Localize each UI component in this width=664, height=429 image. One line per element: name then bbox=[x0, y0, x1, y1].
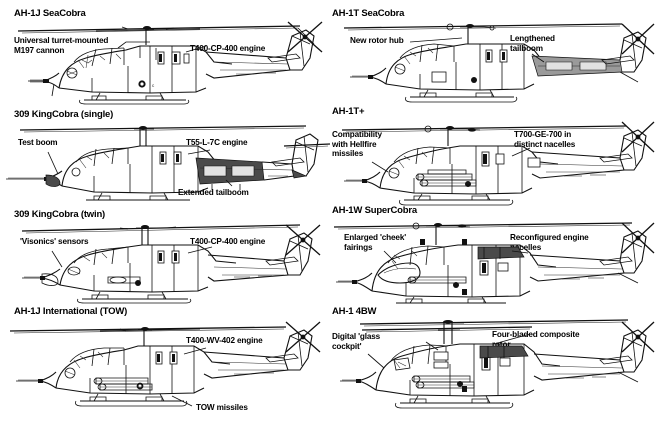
panel-309-kingcobra-single: 309 KingCobra (single) Test boom T55-L-7… bbox=[0, 106, 332, 210]
panel-title: AH-1T+ bbox=[332, 106, 365, 117]
helicopter-profile-ah-1t-plus bbox=[332, 100, 664, 210]
panel-ah-1j-seacobra: AH-1J SeaCobra Universal turret-mounted … bbox=[0, 0, 332, 108]
callout-lengthened-tailboom: Lengthened tailboom bbox=[510, 34, 555, 53]
callout-new-rotor-hub: New rotor hub bbox=[350, 36, 404, 45]
panel-title: AH-1T SeaCobra bbox=[332, 8, 405, 19]
panel-title: AH-1 4BW bbox=[332, 306, 377, 317]
helicopter-profile-ah-1j: c bbox=[0, 0, 332, 108]
callout-visonics-sensors: 'Visonics' sensors bbox=[20, 237, 89, 246]
panel-ah-1t-seacobra: AH-1T SeaCobra New rotor hub Lengthened … bbox=[332, 0, 664, 104]
helicopter-profile-ah-1w bbox=[332, 205, 664, 309]
helicopter-profile-309-single bbox=[0, 106, 332, 210]
callout-m197-cannon: Universal turret-mounted M197 cannon bbox=[14, 36, 109, 55]
helicopter-profile-309-twin bbox=[0, 205, 332, 309]
callout-t700-ge-700-nacelles: T700-GE-700 in distinct nacelles bbox=[514, 130, 576, 149]
panel-309-kingcobra-twin: 309 KingCobra (twin) 'Visonics' sensors … bbox=[0, 205, 332, 309]
callout-t400-cp-400-engine: T400-CP-400 engine bbox=[190, 44, 266, 53]
panel-ah-1j-international-tow: AH-1J International (TOW) T400-WV-402 en… bbox=[0, 300, 332, 429]
callout-test-boom: Test boom bbox=[18, 138, 58, 147]
panel-title: AH-1W SuperCobra bbox=[332, 205, 417, 216]
panel-ah-1w-supercobra: AH-1W SuperCobra Enlarged 'cheek' fairin… bbox=[332, 205, 664, 309]
panel-title: 309 KingCobra (single) bbox=[14, 109, 114, 120]
callout-t400-cp-400-engine-twin: T400-CP-400 engine bbox=[190, 237, 266, 246]
callout-tow-missiles: TOW missiles bbox=[196, 403, 248, 412]
helicopter-profile-ah-1-4bw bbox=[332, 300, 664, 429]
callout-reconfigured-engine-nacelles: Reconfigured engine nacelles bbox=[510, 233, 589, 252]
callout-digital-glass-cockpit: Digital 'glass cockpit' bbox=[332, 332, 381, 351]
callout-hellfire-compatibility: Compatibility with Hellfire missiles bbox=[332, 130, 382, 159]
callout-enlarged-cheek-fairings: Enlarged 'cheek' fairings bbox=[344, 233, 407, 252]
panel-title: AH-1J SeaCobra bbox=[14, 8, 86, 19]
panel-title: AH-1J International (TOW) bbox=[14, 306, 128, 317]
helicopter-profile-ah-1t bbox=[332, 0, 664, 104]
panel-title: 309 KingCobra (twin) bbox=[14, 209, 106, 220]
panel-ah-1t-plus: AH-1T+ Compatibility with Hellfire missi… bbox=[332, 100, 664, 210]
panel-ah-1-4bw: AH-1 4BW Digital 'glass cockpit' Four-bl… bbox=[332, 300, 664, 429]
helicopter-profile-ah-1j-tow bbox=[0, 300, 332, 429]
callout-t400-wv-402-engine: T400-WV-402 engine bbox=[186, 336, 263, 345]
svg-text:c: c bbox=[152, 83, 155, 88]
callout-t55-l-7c-engine: T55-L-7C engine bbox=[186, 138, 248, 147]
